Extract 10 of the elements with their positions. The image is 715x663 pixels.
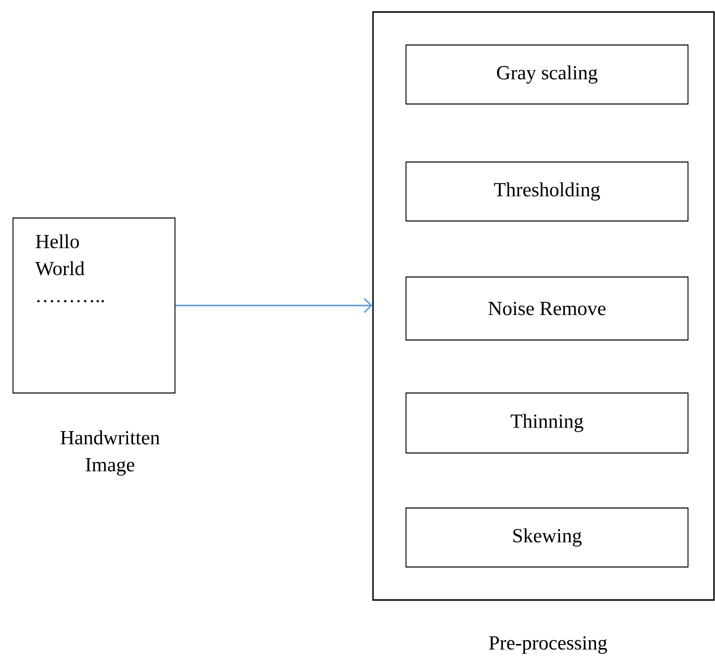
- arrow: [175, 298, 372, 313]
- process-box: Thinning: [406, 392, 688, 454]
- node-label: Handwritten Image: [60, 430, 160, 476]
- process-box: Noise Remove: [406, 276, 688, 340]
- group-box: [372, 11, 715, 601]
- process-box: Gray scaling: [406, 44, 688, 104]
- process-box: Skewing: [406, 508, 688, 568]
- image-box: Hello World ………..: [12, 218, 176, 394]
- process-box: Thresholding: [406, 162, 688, 222]
- node-label: Pre-processing: [489, 636, 608, 654]
